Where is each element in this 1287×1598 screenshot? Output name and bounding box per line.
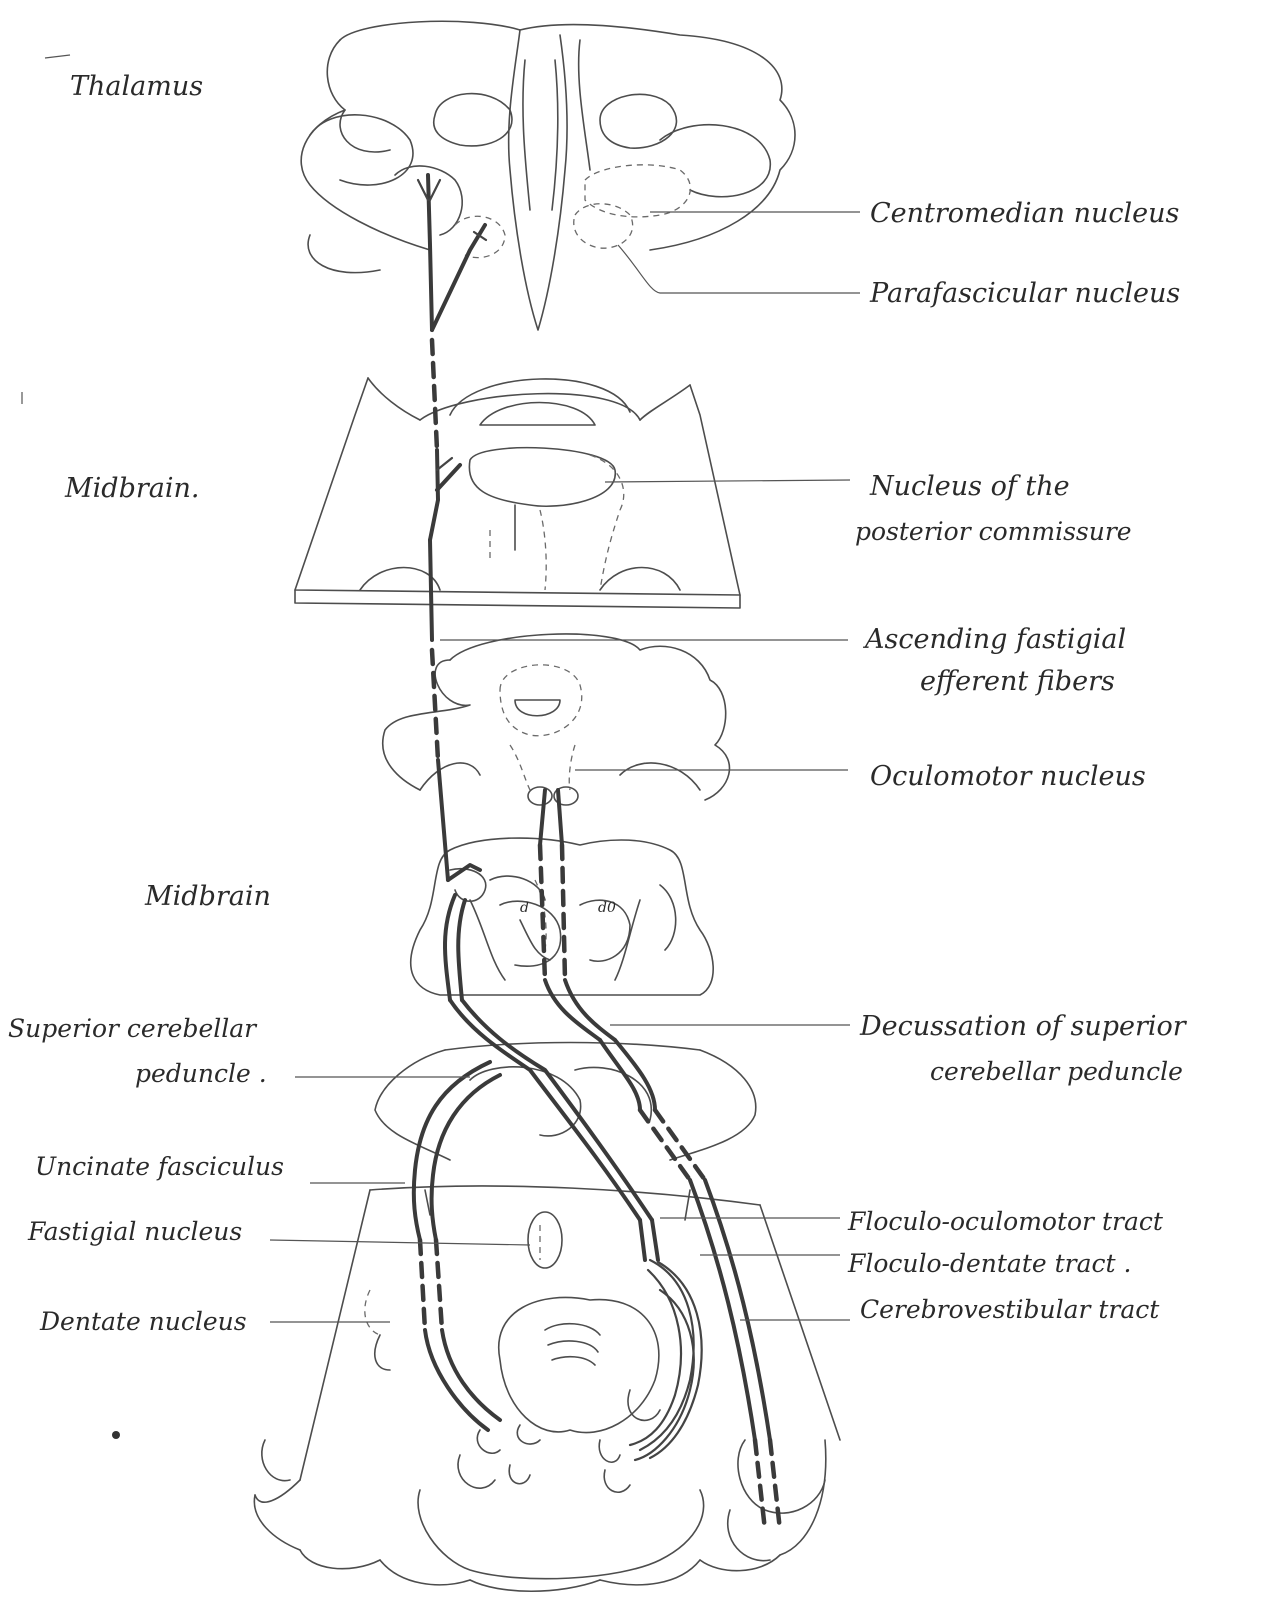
tiny-glyphs-2: d0 (598, 900, 616, 916)
label-uncinate-fasciculus: Uncinate fasciculus (35, 1152, 284, 1181)
label-centromedian-nucleus: Centromedian nucleus (870, 198, 1179, 229)
label-midbrain-upper: Midbrain. (64, 473, 199, 504)
pons-and-cerebellum (254, 1043, 840, 1592)
label-nucleus-posterior-commissure-line1: Nucleus of the (869, 471, 1070, 502)
thalamus-drawing (301, 21, 795, 330)
label-floculo-dentate-tract: Floculo-dentate tract . (847, 1249, 1131, 1278)
label-superior-cerebellar-peduncle-line1: Superior cerebellar (8, 1014, 258, 1043)
label-thalamus: Thalamus (70, 71, 203, 102)
label-dentate-nucleus: Dentate nucleus (39, 1307, 247, 1336)
label-ascending-fastigial-line1: Ascending fastigial (862, 624, 1126, 655)
labels: Thalamus Centromedian nucleus Parafascic… (8, 71, 1188, 1336)
leader-lines (45, 55, 860, 1322)
label-fastigial-nucleus: Fastigial nucleus (27, 1217, 242, 1246)
label-oculomotor-nucleus: Oculomotor nucleus (870, 761, 1146, 792)
label-parafascicular-nucleus: Parafascicular nucleus (869, 278, 1180, 309)
label-nucleus-posterior-commissure-line2: posterior commissure (855, 517, 1132, 546)
label-midbrain-lower: Midbrain (144, 881, 271, 912)
label-decussation-line1: Decussation of superior (859, 1011, 1188, 1042)
label-cerebrovestibular-tract: Cerebrovestibular tract (860, 1295, 1160, 1324)
ascending-fastigial-efferent-fibers (418, 175, 486, 1000)
superior-cerebellar-peduncle-tracts (414, 1000, 780, 1530)
label-ascending-fastigial-line2: efferent fibers (920, 666, 1115, 697)
label-superior-cerebellar-peduncle-line2: peduncle . (135, 1059, 267, 1088)
upper-midbrain-slab (295, 378, 740, 608)
ink-dot (112, 1431, 120, 1439)
floculo-tracts (630, 1220, 702, 1460)
tiny-glyphs: d (520, 900, 529, 916)
label-floculo-oculomotor-tract: Floculo-oculomotor tract (847, 1207, 1164, 1236)
label-decussation-line2: cerebellar peduncle (930, 1057, 1183, 1086)
